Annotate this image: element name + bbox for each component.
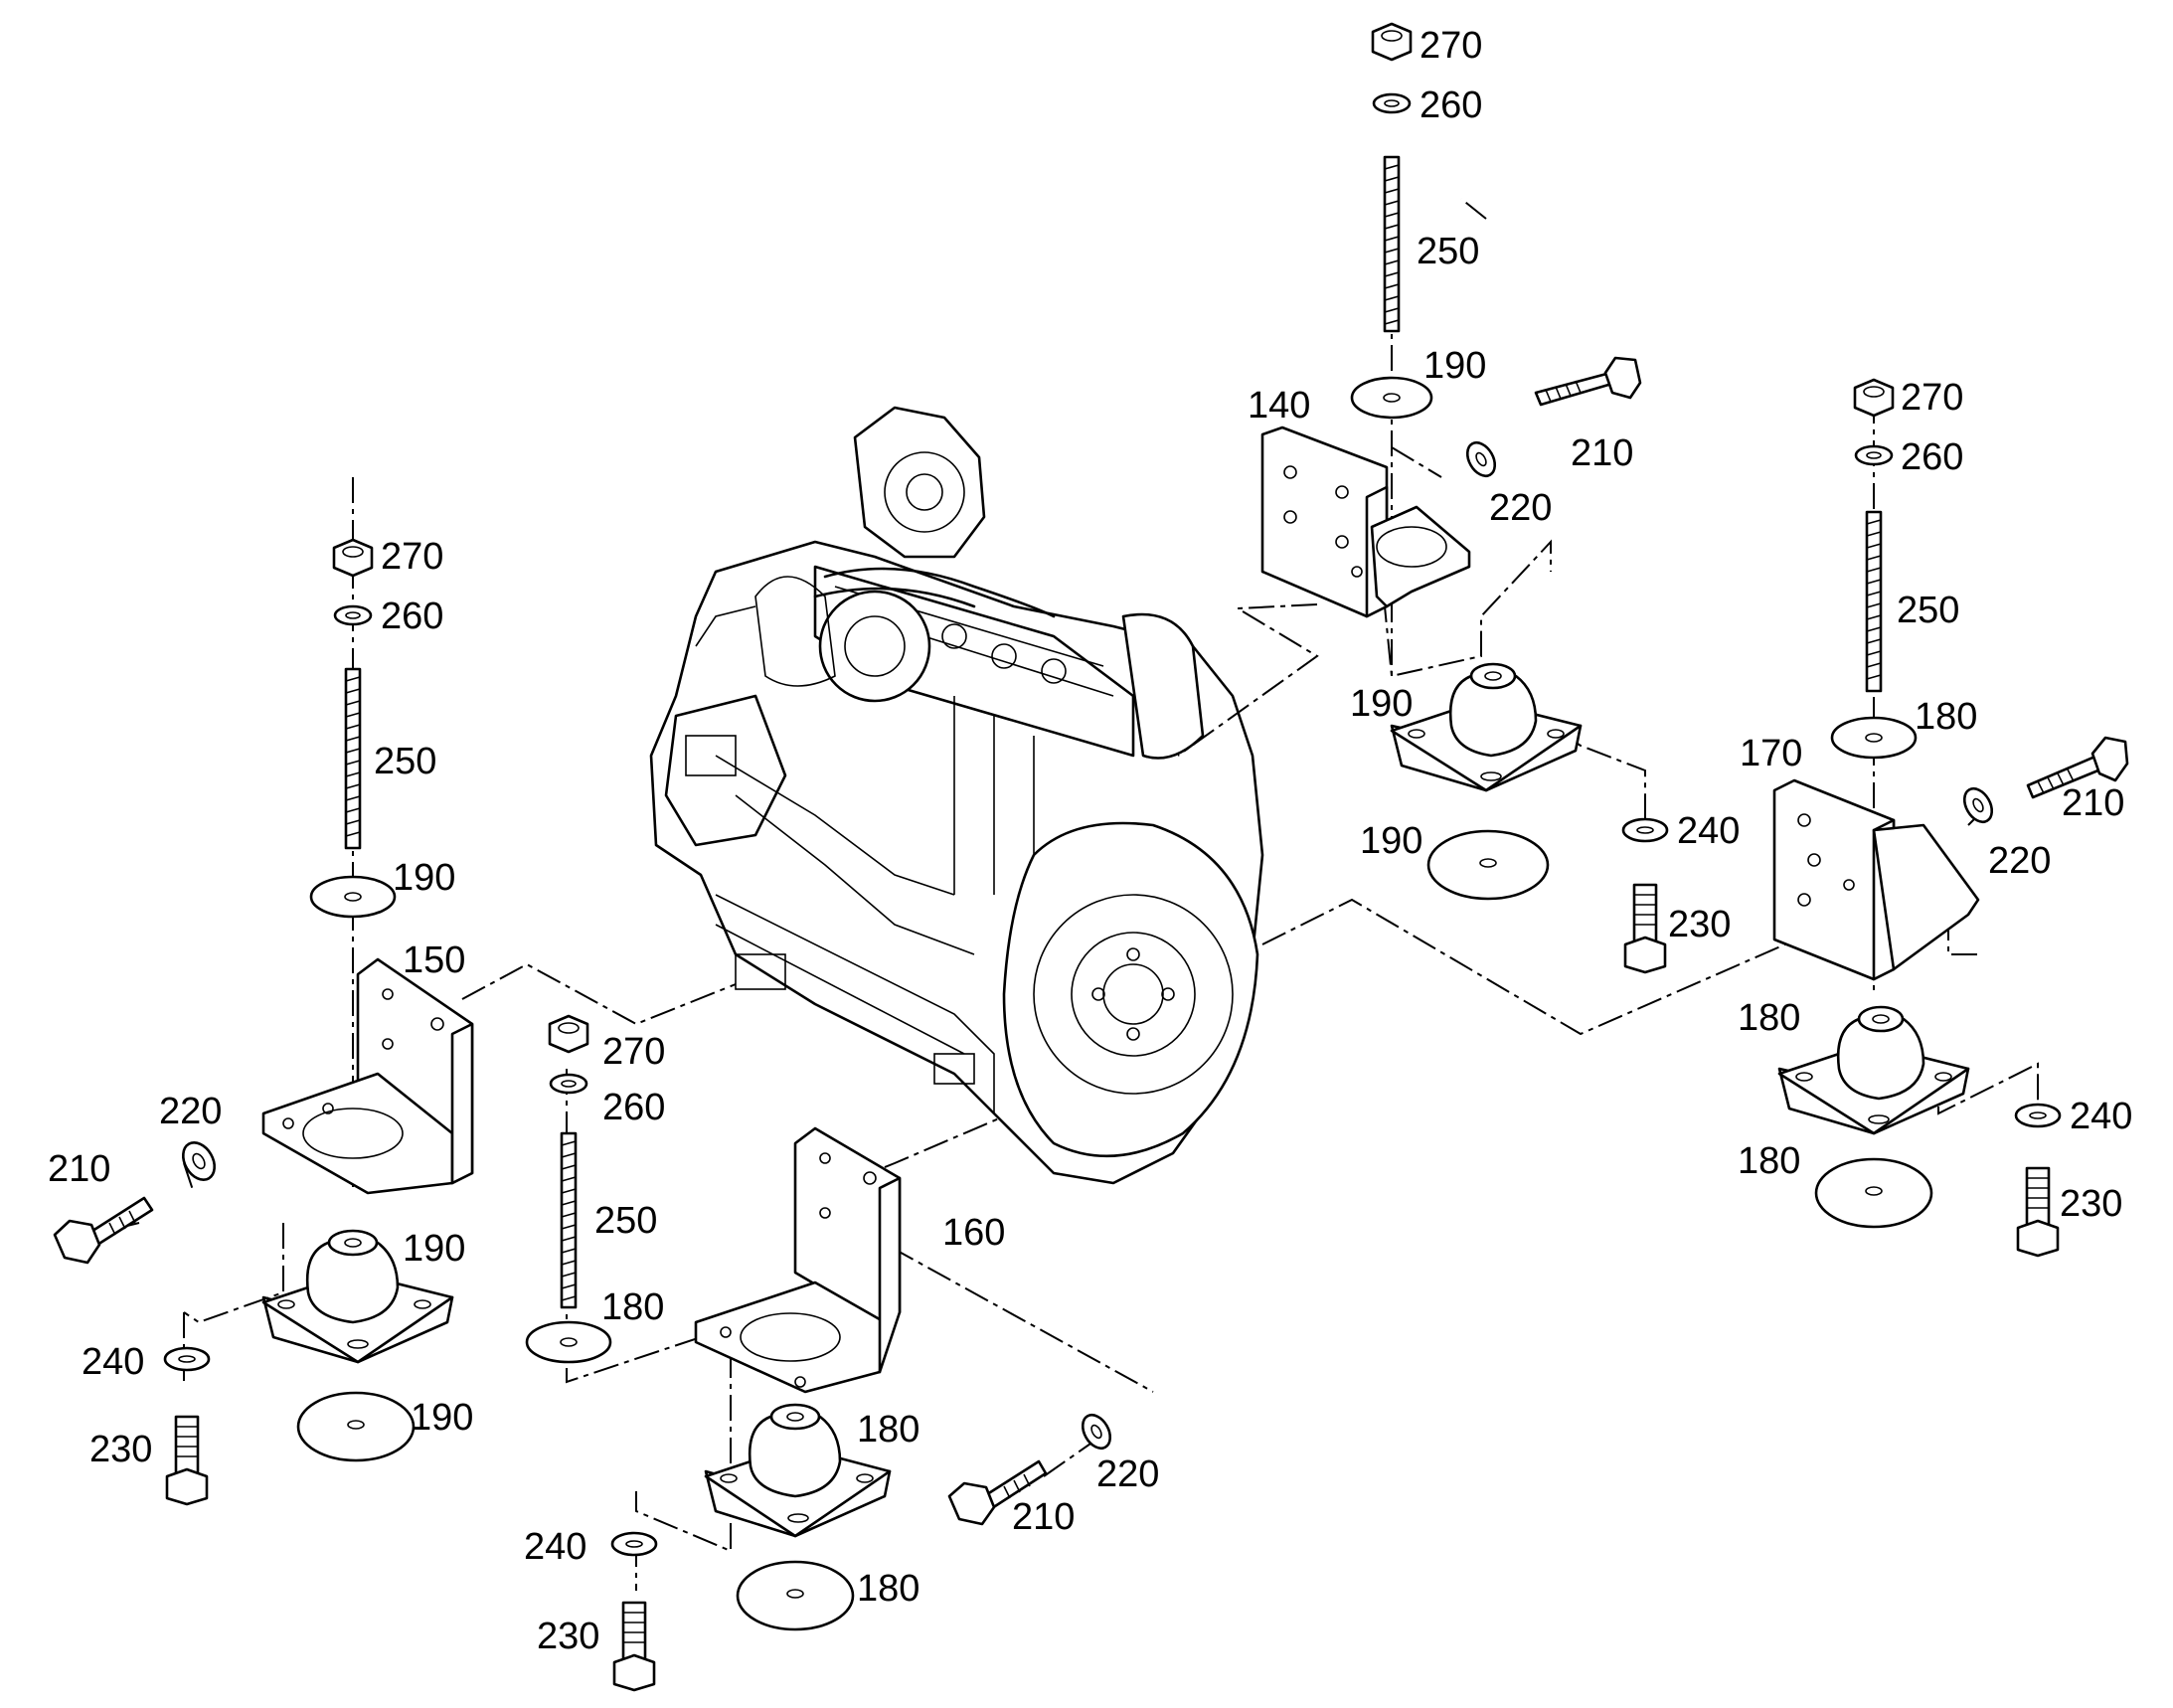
callout-270: 270 xyxy=(381,536,443,578)
plate-washer-190-lower-140 xyxy=(1426,829,1550,901)
callout-180: 180 xyxy=(1915,696,1977,738)
callout-230: 230 xyxy=(1668,904,1731,945)
callout-250: 250 xyxy=(1897,590,1959,631)
callout-190: 190 xyxy=(1350,683,1413,725)
callout-180: 180 xyxy=(857,1568,919,1610)
callout-250: 250 xyxy=(594,1200,657,1242)
washer-220a xyxy=(1465,440,1497,478)
washer-240c xyxy=(163,1346,211,1372)
callout-230: 230 xyxy=(537,1616,599,1657)
nut-part xyxy=(1371,22,1413,62)
bracket-140 xyxy=(1260,426,1471,618)
bolt-230c xyxy=(165,1415,209,1506)
callout-260: 260 xyxy=(1420,85,1482,126)
callout-180: 180 xyxy=(1738,1140,1800,1182)
stack-170 xyxy=(1830,378,1918,760)
callout-labels: 270 260 250 190 140 210 220 190 190 240 … xyxy=(48,25,2132,1657)
callout-150: 150 xyxy=(403,939,465,981)
callout-240: 240 xyxy=(524,1526,586,1568)
bracket-170 xyxy=(1772,778,1980,981)
callout-160: 160 xyxy=(942,1212,1005,1254)
washer-220b xyxy=(1962,786,1994,824)
bracket-150 xyxy=(261,957,474,1195)
callout-230: 230 xyxy=(2060,1183,2122,1225)
rubber-mount-140 xyxy=(1390,662,1583,792)
bolt-230b xyxy=(2016,1166,2060,1258)
washer-240b xyxy=(2014,1103,2062,1128)
callout-220: 220 xyxy=(1096,1453,1159,1495)
bolt-210c xyxy=(53,1196,154,1265)
callout-140: 140 xyxy=(1248,385,1310,427)
washer-220c xyxy=(181,1141,217,1181)
washer-240a xyxy=(1621,817,1669,843)
rubber-mount-170 xyxy=(1777,1005,1970,1135)
bolt-210a xyxy=(1534,356,1642,407)
callout-180: 180 xyxy=(601,1286,664,1328)
stack-150 xyxy=(309,538,397,919)
callout-270: 270 xyxy=(1901,377,1963,419)
callout-170: 170 xyxy=(1740,733,1802,774)
callout-180: 180 xyxy=(1738,997,1800,1039)
stack-140 xyxy=(1350,22,1433,420)
callout-210: 210 xyxy=(2062,782,2124,824)
callout-230: 230 xyxy=(89,1429,152,1470)
plate-washer-180-lower-160 xyxy=(736,1560,855,1631)
callout-260: 260 xyxy=(602,1087,665,1128)
bolt-210b xyxy=(2026,736,2129,799)
callout-240: 240 xyxy=(82,1341,144,1383)
bolt-230d xyxy=(612,1601,656,1692)
callout-240: 240 xyxy=(2070,1096,2132,1137)
callout-210: 210 xyxy=(1571,432,1633,474)
engine-assembly xyxy=(649,406,1264,1185)
callout-240: 240 xyxy=(1677,810,1740,852)
callout-270: 270 xyxy=(1420,25,1482,67)
plate-washer-180-lower-170 xyxy=(1814,1157,1933,1229)
washer-240d xyxy=(610,1531,658,1557)
bracket-160 xyxy=(694,1126,902,1394)
bolt-230a xyxy=(1623,883,1667,974)
washer-part xyxy=(1372,92,1412,114)
plate-washer-190-lower-150 xyxy=(296,1391,416,1462)
callout-220: 220 xyxy=(1988,840,2051,882)
callout-190: 190 xyxy=(393,857,455,899)
callout-190: 190 xyxy=(1360,820,1422,862)
callout-250: 250 xyxy=(374,741,436,782)
callout-180: 180 xyxy=(857,1409,919,1451)
callout-220: 220 xyxy=(1489,487,1552,529)
callout-260: 260 xyxy=(381,596,443,637)
callout-270: 270 xyxy=(602,1031,665,1073)
rubber-mount-150 xyxy=(261,1229,454,1364)
callout-210: 210 xyxy=(1012,1496,1075,1538)
callout-260: 260 xyxy=(1901,436,1963,478)
callout-250: 250 xyxy=(1417,231,1479,272)
washer-220d xyxy=(1081,1413,1112,1451)
callout-190: 190 xyxy=(1423,345,1486,387)
callout-190: 190 xyxy=(411,1397,473,1439)
stack-160 xyxy=(525,1014,612,1364)
stud-part xyxy=(1383,155,1401,333)
rubber-mount-160 xyxy=(704,1403,892,1538)
bolt-210d xyxy=(947,1459,1048,1526)
callout-210: 210 xyxy=(48,1148,110,1190)
plate-washer-part xyxy=(1350,376,1433,420)
callout-220: 220 xyxy=(159,1091,222,1132)
callout-190: 190 xyxy=(403,1228,465,1270)
